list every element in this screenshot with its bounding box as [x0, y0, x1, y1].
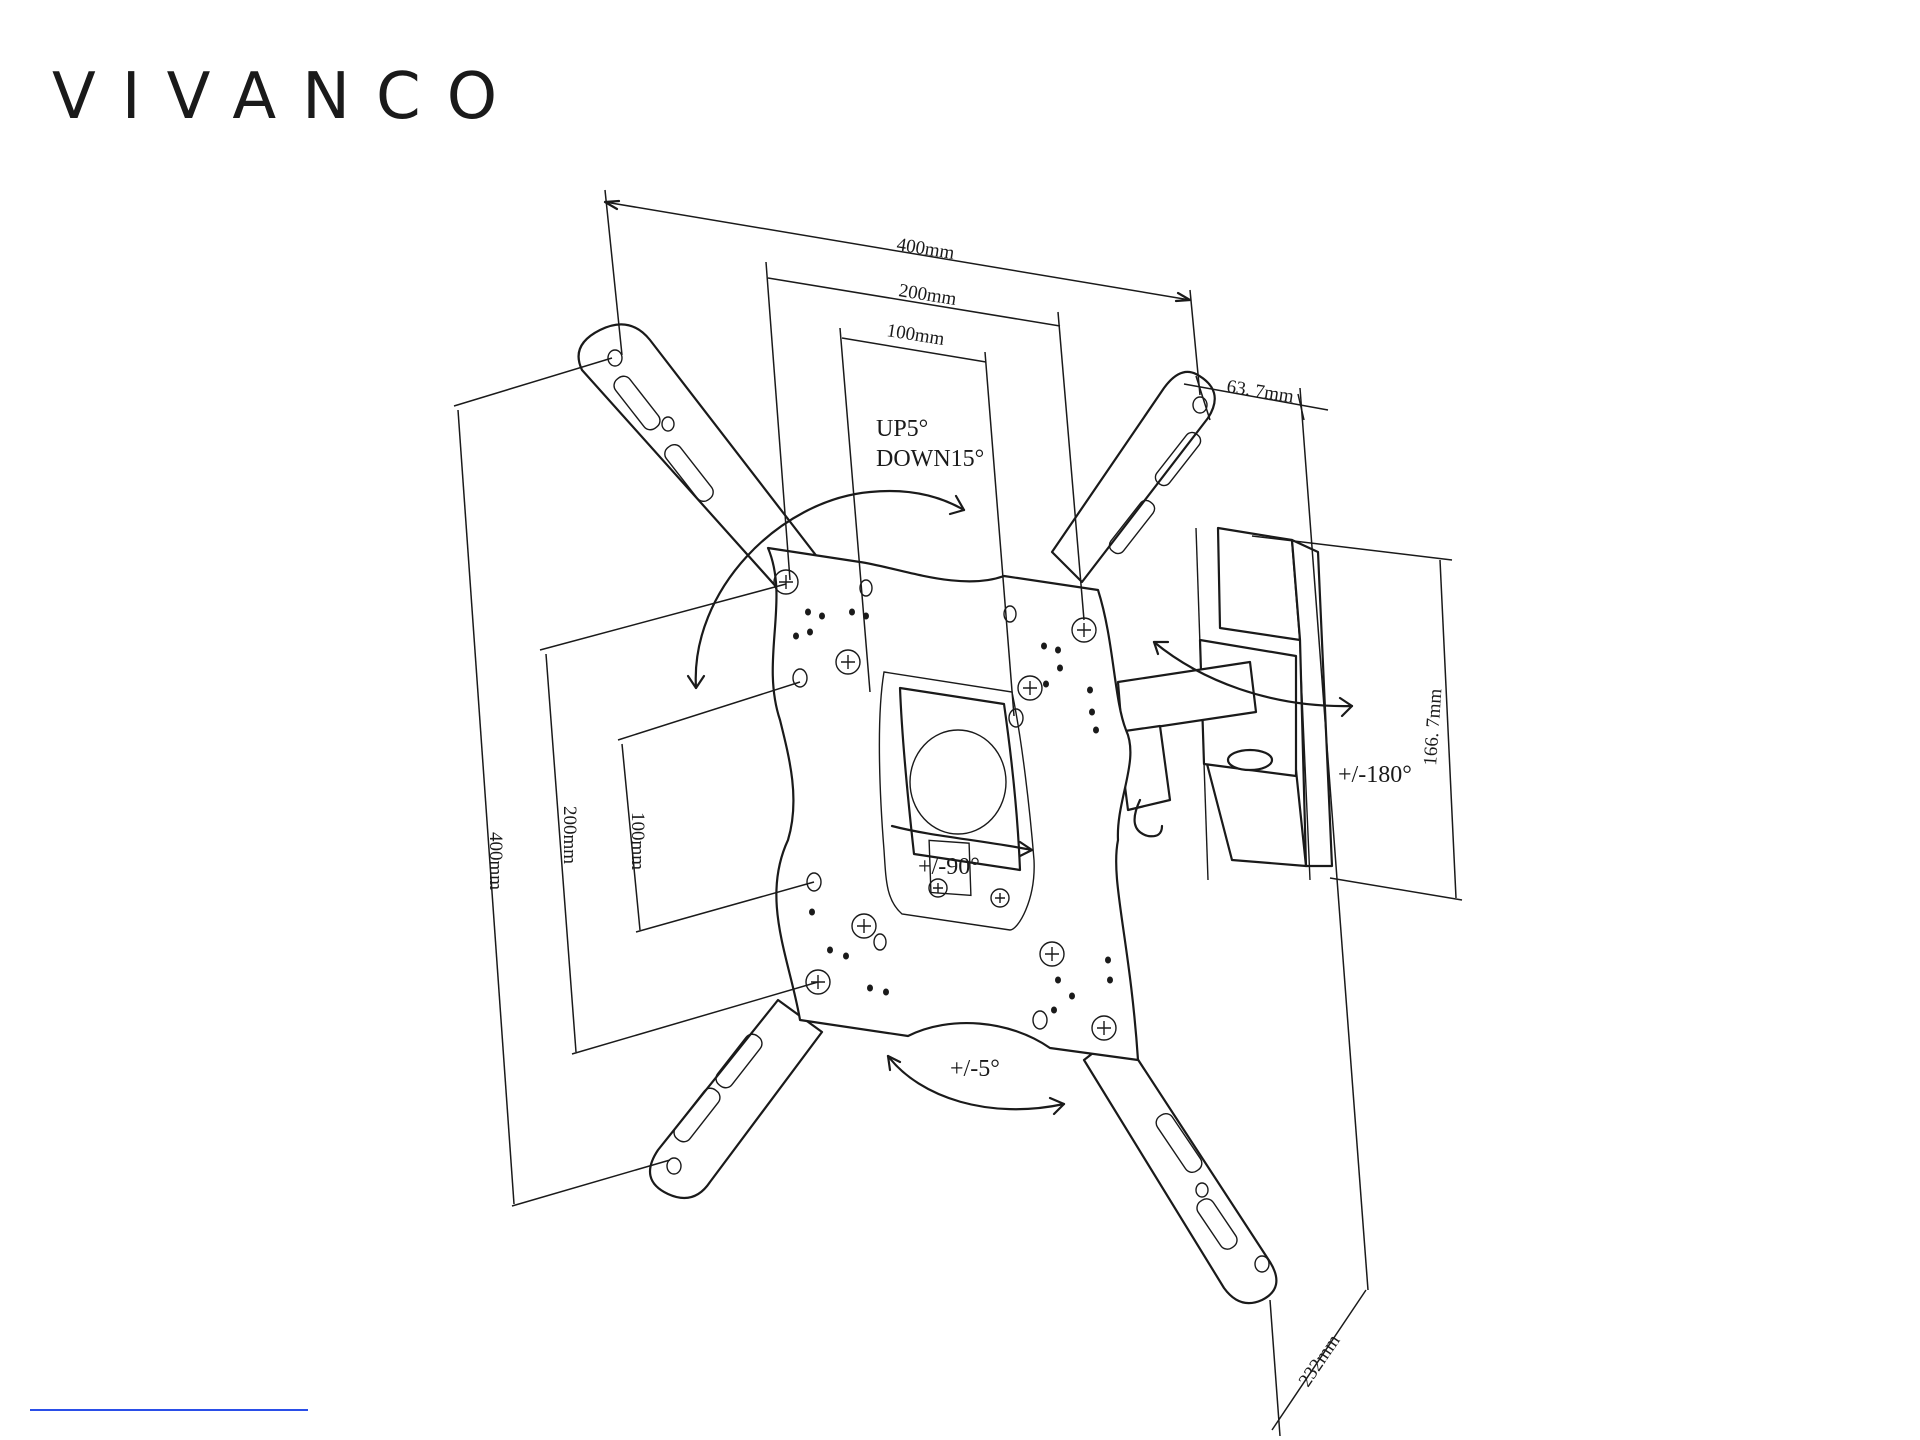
footer-link-underline[interactable] — [30, 1409, 308, 1411]
dimension-height-400 — [454, 358, 670, 1206]
label-level: +/-5° — [950, 1056, 1000, 1082]
bracket-arm-lower-right — [1084, 1032, 1276, 1303]
label-height-100: 100mm — [627, 812, 648, 870]
label-extension: 232mm — [1295, 1331, 1345, 1391]
bracket-arm-upper-right — [1052, 372, 1215, 582]
label-height-200: 200mm — [559, 806, 580, 864]
label-height-400: 400mm — [485, 832, 506, 890]
vesa-plate — [768, 548, 1138, 1060]
label-rotation: +/-90° — [918, 854, 980, 880]
label-tilt-down: DOWN15° — [876, 446, 984, 472]
label-width-400: 400mm — [895, 234, 956, 264]
label-depth: 63. 7mm — [1225, 376, 1295, 407]
label-width-200: 200mm — [897, 280, 958, 310]
label-plate-height: 166. 7mm — [1420, 688, 1446, 767]
bracket-arm-lower-left — [650, 1000, 822, 1198]
label-width-100: 100mm — [885, 320, 946, 350]
label-tilt-up: UP5° — [876, 416, 928, 442]
label-swivel: +/-180° — [1338, 762, 1412, 788]
